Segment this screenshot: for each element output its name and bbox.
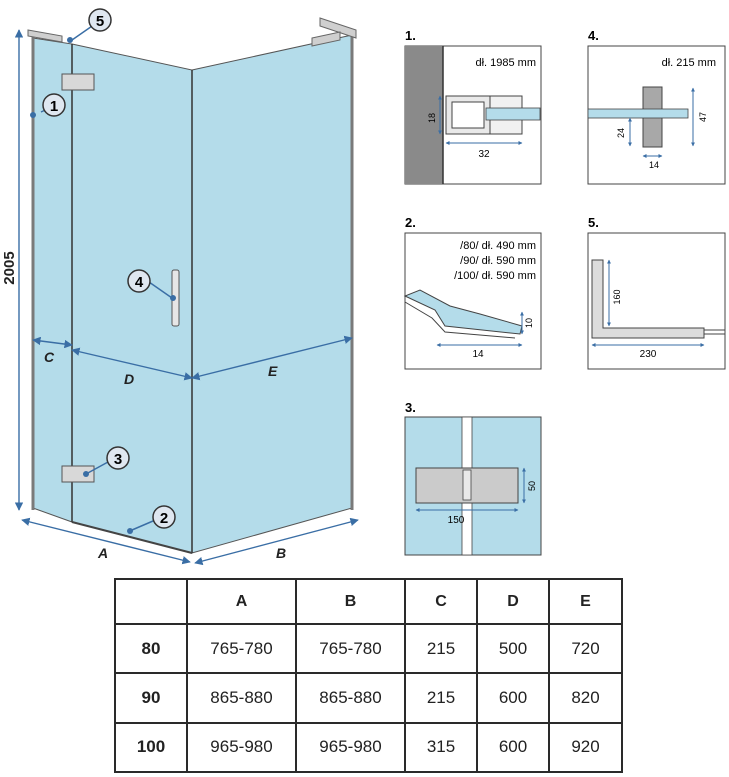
callout-5: 5 [96,13,104,30]
detail-3: 3. 50 150 [404,400,542,556]
table-header [114,577,188,626]
table-cell: 315 [404,721,478,774]
detail-2-dim-v: 10 [524,318,534,328]
detail-2-note-90: /90/ dł. 590 mm [460,255,536,267]
table-cell: 820 [548,672,623,724]
side-glass-panel [191,34,353,554]
table-cell: 720 [548,623,623,675]
detail-1-dim-h: 32 [478,149,490,160]
dim-label-c: C [44,349,55,365]
table-row: 100 965-980 965-980 315 600 920 [114,721,623,774]
detail-3-title: 3. [405,400,416,415]
detail-1: 1. dł. 1985 mm 18 32 [404,28,542,185]
detail-3-dim-v: 50 [527,481,537,491]
detail-4-dim-h: 14 [649,160,659,170]
detail-5-dim-h: 230 [640,349,657,360]
detail-4: 4. dł. 215 mm 24 47 14 [587,28,726,185]
table-cell: 500 [476,623,550,675]
detail-1-note: dł. 1985 mm [475,57,536,69]
detail-3-dim-h: 150 [448,515,465,526]
shower-diagram: 2005 C D E A B 1 2 3 4 5 1. dł. 1985 m [1,8,726,566]
detail-5-dim-v: 160 [612,289,622,304]
table-cell: 215 [404,672,478,724]
detail-4-dim-v2: 47 [698,112,708,122]
table-row-label: 100 [114,721,188,774]
table-cell: 765-780 [295,623,406,675]
dim-label-d: D [124,371,134,387]
detail-5: 5. 160 230 [587,215,726,370]
callout-3: 3 [114,451,122,468]
detail-4-title: 4. [588,28,599,43]
table-cell: 600 [476,721,550,774]
table-cell: 865-880 [186,672,297,724]
table-row-label: 90 [114,672,188,724]
table-row: 80 765-780 765-780 215 500 720 [114,623,623,675]
detail-2-dim-h: 14 [472,349,484,360]
table-cell: 765-780 [186,623,297,675]
height-label: 2005 [1,251,18,284]
table-header: B [295,577,406,626]
callout-1: 1 [50,98,58,115]
hinge-bottom [61,465,95,483]
dim-label-a: A [97,545,108,561]
detail-2-note-80: /80/ dł. 490 mm [460,240,536,252]
dimension-table: A B C D E 80 765-780 765-780 215 500 720… [114,577,623,774]
dim-label-e: E [268,363,278,379]
detail-2-title: 2. [405,215,416,230]
detail-4-note: dł. 215 mm [662,57,716,69]
detail-4-dim-v1: 24 [616,128,626,138]
callouts: 1 2 3 4 5 [30,8,176,534]
table-cell: 965-980 [186,721,297,774]
main-dimensions [14,29,359,566]
detail-1-dim-v: 18 [427,113,437,123]
table-header: A [186,577,297,626]
detail-2-note-100: /100/ dł. 590 mm [454,270,536,282]
table-cell: 865-880 [295,672,406,724]
hinge-top [61,73,95,91]
table-header-row: A B C D E [114,577,623,626]
detail-2: 2. /80/ dł. 490 mm /90/ dł. 590 mm /100/… [403,215,542,370]
shower-enclosure [27,17,357,554]
table-header: C [404,577,478,626]
callout-2: 2 [160,510,168,527]
callout-4: 4 [135,274,144,291]
table-header: E [548,577,623,626]
dim-label-b: B [276,545,286,561]
detail-5-title: 5. [588,215,599,230]
table-cell: 965-980 [295,721,406,774]
table-row-label: 80 [114,623,188,675]
table-cell: 215 [404,623,478,675]
table-header: D [476,577,550,626]
table-row: 90 865-880 865-880 215 600 820 [114,672,623,724]
detail-1-title: 1. [405,28,416,43]
table-cell: 920 [548,721,623,774]
table-cell: 600 [476,672,550,724]
